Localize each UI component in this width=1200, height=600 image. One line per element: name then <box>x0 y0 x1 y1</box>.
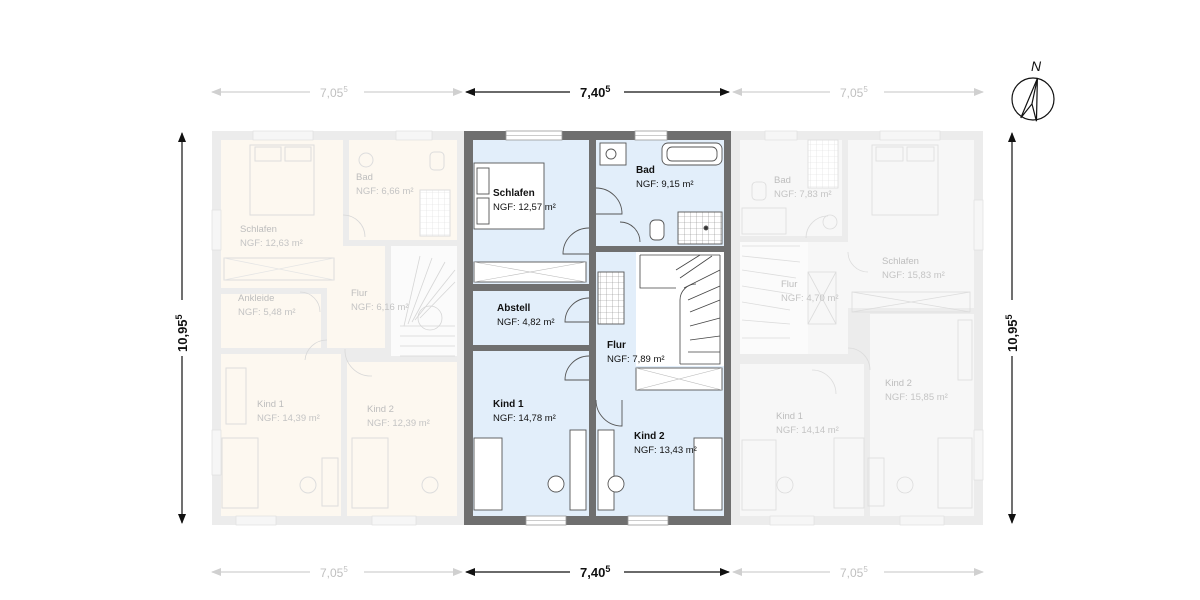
right-kind2-area: NGF: 15,85 m² <box>885 392 948 403</box>
dim-top-right: 7,055 <box>840 85 868 100</box>
bad-area: NGF: 9,15 m² <box>636 179 694 190</box>
right-flur-name: Flur <box>781 279 797 290</box>
left-room-ankleide <box>221 294 321 348</box>
north-label: N <box>1031 58 1042 74</box>
left-bad-area: NGF: 6,66 m² <box>356 186 414 197</box>
right-flur-area: NGF: 4,70 m² <box>781 293 839 304</box>
left-kind2-name: Kind 2 <box>367 404 394 415</box>
left-schlafen-area: NGF: 12,63 m² <box>240 238 303 249</box>
left-flur-name: Flur <box>351 288 367 299</box>
left-unit: Bad NGF: 6,66 m² Schlafen NGF: 12,63 m² … <box>211 130 464 526</box>
abstell-name: Abstell <box>497 303 531 314</box>
right-schlafen-name: Schlafen <box>882 256 919 267</box>
left-schlafen-name: Schlafen <box>240 224 277 235</box>
left-room-flur <box>327 246 385 348</box>
kind1-name: Kind 1 <box>493 399 524 410</box>
north-arrow-icon: N <box>1011 58 1055 122</box>
right-room-labels: Bad NGF: 7,83 m² Schlafen NGF: 15,83 m² … <box>774 175 948 436</box>
center-unit: Schlafen NGF: 12,57 m² Bad NGF: 9,15 m² … <box>464 130 731 526</box>
left-ankleide-name: Ankleide <box>238 293 274 304</box>
dim-bottom-center: 7,405 <box>580 564 610 580</box>
center-room-labels: Schlafen NGF: 12,57 m² Bad NGF: 9,15 m² … <box>493 165 697 456</box>
dim-bottom-right: 7,055 <box>840 565 868 580</box>
dim-top-left: 7,055 <box>320 85 348 100</box>
right-kind1-area: NGF: 14,14 m² <box>776 425 839 436</box>
flur-area: NGF: 7,89 m² <box>607 354 665 365</box>
center-furniture <box>473 142 723 511</box>
left-kind2-area: NGF: 12,39 m² <box>367 418 430 429</box>
right-kind1-name: Kind 1 <box>776 411 803 422</box>
left-room-kind2 <box>347 362 457 516</box>
right-stair-area <box>740 242 808 354</box>
right-room-kind2 <box>870 314 974 516</box>
dim-side-left: 10,955 <box>174 314 190 352</box>
right-bad-area: NGF: 7,83 m² <box>774 189 832 200</box>
left-kind1-name: Kind 1 <box>257 399 284 410</box>
right-room-flur <box>808 242 848 354</box>
left-room-schlafen <box>221 140 343 288</box>
left-room-labels: Bad NGF: 6,66 m² Schlafen NGF: 12,63 m² … <box>238 172 430 429</box>
schlafen-name: Schlafen <box>493 188 535 199</box>
left-room-kind1 <box>221 354 341 516</box>
dim-side-right: 10,955 <box>1004 314 1020 352</box>
dimension-labels: 7,055 7,405 7,055 7,055 7,405 7,055 10,9… <box>174 84 1020 580</box>
right-bad-name: Bad <box>774 175 791 186</box>
flur-name: Flur <box>607 340 626 351</box>
dim-bottom-left: 7,055 <box>320 565 348 580</box>
abstell-area: NGF: 4,82 m² <box>497 317 555 328</box>
bad-name: Bad <box>636 165 655 176</box>
left-flur-area: NGF: 6,16 m² <box>351 302 409 313</box>
right-schlafen-area: NGF: 15,83 m² <box>882 270 945 281</box>
right-unit: Bad NGF: 7,83 m² Schlafen NGF: 15,83 m² … <box>731 130 984 526</box>
kind2-name: Kind 2 <box>634 431 665 442</box>
schlafen-area: NGF: 12,57 m² <box>493 202 556 213</box>
center-room-abstell <box>473 291 589 345</box>
left-ankleide-area: NGF: 5,48 m² <box>238 307 296 318</box>
kind2-area: NGF: 13,43 m² <box>634 445 697 456</box>
kind1-area: NGF: 14,78 m² <box>493 413 556 424</box>
left-kind1-area: NGF: 14,39 m² <box>257 413 320 424</box>
dim-top-center: 7,405 <box>580 84 610 100</box>
center-windows <box>505 130 669 526</box>
dimension-lines <box>178 88 1016 576</box>
right-kind2-name: Kind 2 <box>885 378 912 389</box>
right-room-schlafen <box>848 140 974 308</box>
left-bad-name: Bad <box>356 172 373 183</box>
